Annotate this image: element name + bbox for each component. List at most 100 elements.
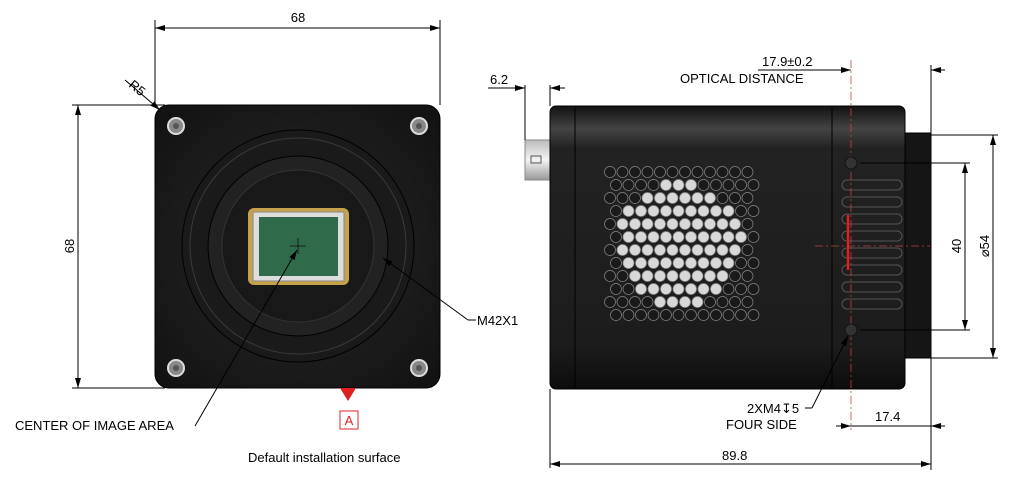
vent-hole (735, 179, 747, 191)
vent-hole (622, 231, 635, 243)
vent-hole (654, 192, 666, 204)
vent-hole (710, 231, 722, 243)
vent-hole (641, 192, 654, 204)
vent-hole (697, 283, 710, 295)
vent-hole (622, 283, 635, 295)
side-slots (841, 179, 903, 310)
vent-hole (722, 257, 735, 269)
vent-hole (729, 218, 741, 230)
image-sensor (259, 217, 338, 276)
vent-hole (660, 309, 672, 321)
vent-hole (616, 244, 629, 256)
optical-distance-dimension: 17.9±0.2 OPTICAL DISTANCE (680, 54, 945, 133)
vent-hole (716, 192, 729, 204)
vent-hole (622, 179, 635, 191)
vent-hole (616, 218, 629, 230)
vent-hole (679, 296, 691, 308)
vent-hole (622, 257, 635, 269)
center-label: CENTER OF IMAGE AREA (15, 418, 174, 433)
hole-spacing-dimension: 40 (860, 162, 970, 331)
vent-hole (747, 257, 760, 269)
connector-dimension: 6.2 (488, 72, 565, 140)
screw-icon (410, 359, 428, 377)
vent-hole (604, 270, 616, 282)
vent-hole (710, 179, 722, 191)
vent-hole (729, 192, 741, 204)
vent-hole (604, 192, 616, 204)
vent-hole (747, 179, 760, 191)
vent-hole (610, 283, 622, 295)
radius-label: R5 (126, 77, 148, 99)
vent-hole (660, 205, 672, 217)
vent-hole (610, 205, 622, 217)
vent-hole (691, 192, 704, 204)
vent-hole (679, 270, 691, 282)
screw-hole-icon (844, 156, 858, 170)
vent-hole (691, 270, 704, 282)
screw-icon (410, 117, 428, 135)
vent-hole (729, 244, 741, 256)
optical-distance-label: OPTICAL DISTANCE (680, 71, 804, 86)
vent-hole (685, 179, 697, 191)
vent-hole (672, 205, 685, 217)
thread-callout: M42X1 (382, 257, 518, 328)
vent-hole (635, 231, 647, 243)
hole-offset-dimension: 17.4 (836, 358, 945, 470)
vent-hole (672, 179, 685, 191)
vent-hole (741, 296, 754, 308)
vent-hole (647, 257, 660, 269)
vent-hole (654, 218, 666, 230)
vent-hole (604, 218, 616, 230)
vent-hole (716, 218, 729, 230)
vent-hole (679, 218, 691, 230)
vent-hole (747, 205, 760, 217)
vent-hole (691, 296, 704, 308)
vent-hole (647, 179, 660, 191)
vent-hole (635, 283, 647, 295)
vent-hole (679, 244, 691, 256)
vent-hole (629, 166, 641, 178)
screw-spec-label: 2XM4↧5 (747, 401, 799, 416)
vent-hole (685, 283, 697, 295)
vent-hole (697, 309, 710, 321)
vent-hole (704, 218, 716, 230)
vent-hole (722, 179, 735, 191)
connector-dim-label: 6.2 (490, 72, 508, 87)
vent-grille (604, 166, 760, 321)
vent-hole (641, 166, 654, 178)
vent-hole (704, 166, 716, 178)
slot (841, 179, 903, 191)
vent-hole (679, 192, 691, 204)
vent-hole (616, 270, 629, 282)
vent-hole (735, 205, 747, 217)
slot (841, 230, 903, 242)
vent-hole (741, 218, 754, 230)
vent-hole (641, 218, 654, 230)
vent-hole (722, 283, 735, 295)
vent-hole (666, 218, 679, 230)
vent-hole (616, 296, 629, 308)
vent-hole (647, 231, 660, 243)
vent-hole (697, 231, 710, 243)
vent-hole (641, 296, 654, 308)
vent-hole (704, 270, 716, 282)
vent-hole (666, 244, 679, 256)
datum-marker: A (339, 388, 359, 430)
height-dim-label: 68 (62, 239, 77, 253)
vent-hole (641, 244, 654, 256)
height-dimension: 68 (62, 104, 165, 389)
optical-distance-value: 17.9±0.2 (762, 54, 813, 69)
length-dimension: 89.8 (549, 389, 931, 468)
vent-hole (679, 166, 691, 178)
vent-hole (610, 179, 622, 191)
front-flange (904, 132, 932, 359)
vent-hole (660, 257, 672, 269)
screw-icon (167, 359, 185, 377)
vent-hole (654, 270, 666, 282)
vent-hole (741, 192, 754, 204)
mounting-screws (167, 117, 428, 377)
vent-hole (672, 309, 685, 321)
vent-hole (660, 179, 672, 191)
vent-hole (710, 283, 722, 295)
